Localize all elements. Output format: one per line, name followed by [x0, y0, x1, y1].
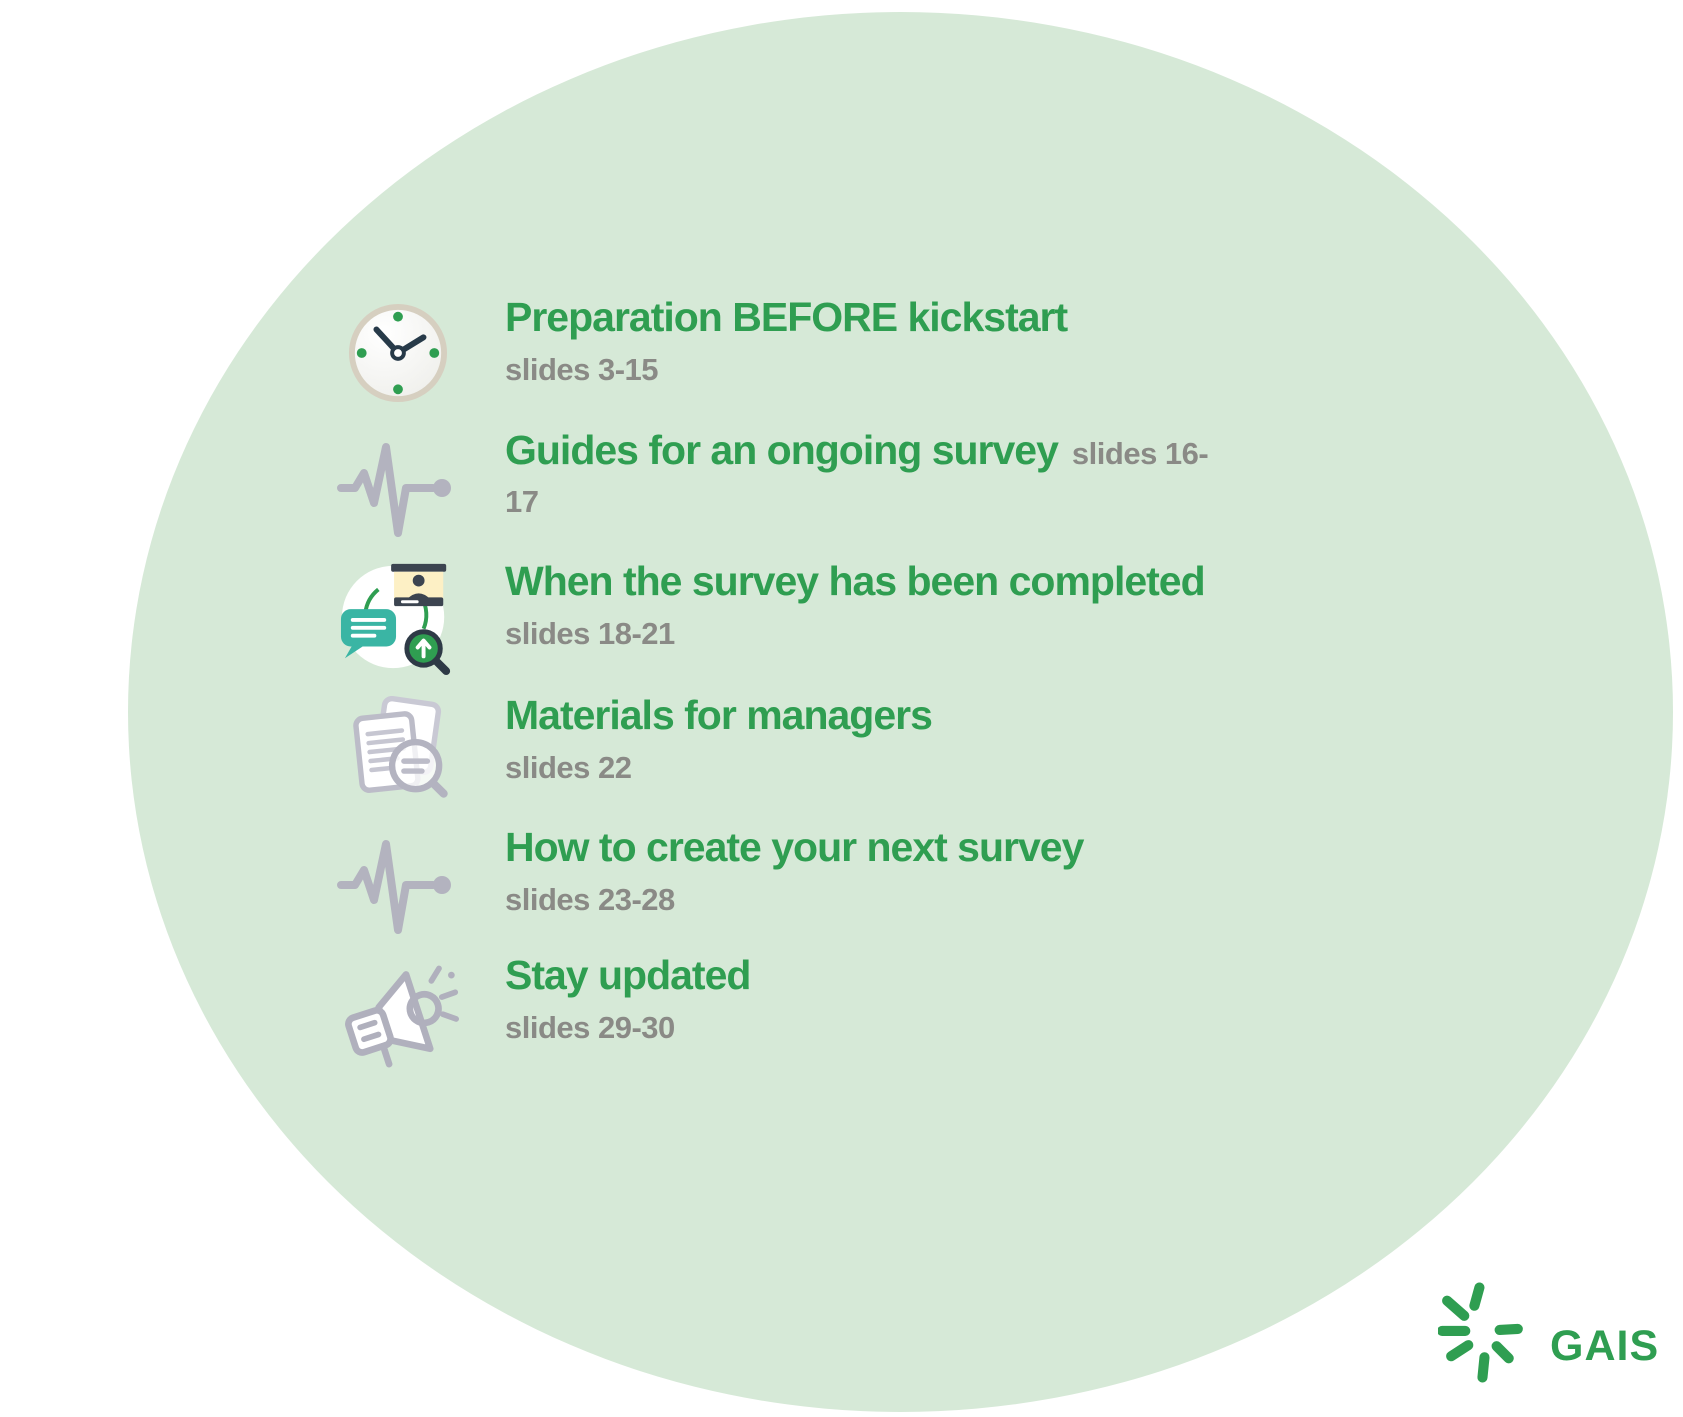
toc-item-ongoing-survey: Guides for an ongoing survey slides 16- 1… [330, 425, 1405, 545]
item-slides: slides 23-28 [505, 882, 675, 917]
clock-icon [330, 292, 465, 404]
item-slides: slides 22 [505, 750, 632, 785]
megaphone-icon [330, 950, 465, 1082]
gais-logo: GAIS [1438, 1282, 1659, 1384]
toc-item-stay-updated: Stay updated slides 29-30 [330, 950, 1405, 1082]
toc-item-next-survey: How to create your next survey slides 23… [330, 822, 1405, 942]
toc-item-preparation: Preparation BEFORE kickstart slides 3-15 [330, 292, 1405, 404]
item-title: How to create your next survey [505, 824, 1084, 870]
starburst-icon [1438, 1282, 1534, 1384]
item-slides: slides 29-30 [505, 1010, 675, 1045]
item-slides: slides 3-15 [505, 352, 659, 387]
toc-item-materials: Materials for managers slides 22 [330, 690, 1405, 800]
toc-item-survey-completed: When the survey has been completed slide… [330, 556, 1405, 676]
gais-logo-text: GAIS [1550, 1321, 1660, 1370]
survey-review-cycle-icon [330, 556, 465, 676]
item-title: Preparation BEFORE kickstart [505, 294, 1068, 340]
item-title: When the survey has been completed [505, 558, 1206, 604]
pulse-icon [330, 425, 465, 545]
documents-magnifier-icon [330, 690, 465, 800]
item-title: Guides for an ongoing survey [505, 427, 1059, 473]
item-title: Stay updated [505, 952, 751, 998]
item-slides: slides 18-21 [505, 616, 675, 651]
item-slides: slides 16- [1071, 436, 1209, 471]
item-title: Materials for managers [505, 692, 933, 738]
item-slides-wrap: 17 [505, 484, 539, 519]
pulse-icon [330, 822, 465, 942]
